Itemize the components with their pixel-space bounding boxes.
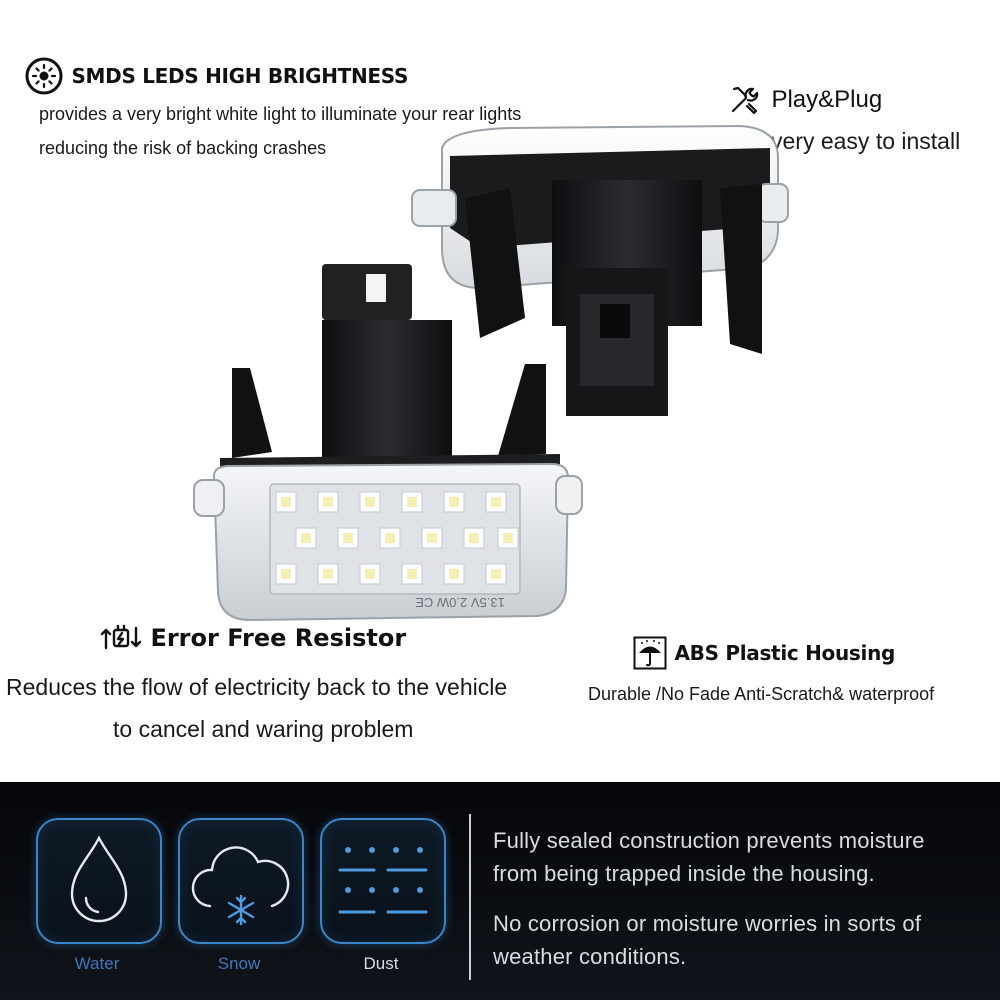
abs-line-1: Durable /No Fade Anti-Scratch& waterproo… [588, 684, 935, 704]
sealed-text-1-line-1: Fully sealed construction prevents moist… [493, 828, 925, 853]
badge-dust [320, 818, 446, 944]
tools-icon [729, 84, 761, 116]
badge-dust-label: Dust [363, 954, 399, 973]
play-plug-title: Play&Plug [771, 86, 883, 113]
water-drop-icon [70, 835, 128, 923]
lens-marking: 13.5V 2.0W CE [415, 595, 505, 610]
sealed-text-2-line-2: weather conditions. [493, 944, 687, 969]
brightness-icon [24, 56, 64, 96]
resistor-line-2: to cancel and waring problem [113, 716, 414, 742]
resistor-icon [100, 622, 142, 654]
dust-icon [338, 847, 428, 914]
feature-smds: SMDS LEDS HIGH BRIGHTNESS [24, 56, 408, 96]
rear-lamp-unit [411, 124, 789, 416]
sealed-construction-band: Water Snow Dust Ful [0, 782, 1000, 1000]
badge-snow-label: Snow [217, 954, 261, 973]
smds-title: SMDS LEDS HIGH BRIGHTNESS [71, 64, 409, 88]
smds-line-1: provides a very bright white light to il… [39, 104, 522, 124]
badge-water [36, 818, 162, 944]
play-plug-line-1: very easy to install [771, 128, 961, 154]
feature-resistor: Error Free Resistor [100, 622, 406, 654]
umbrella-icon [633, 636, 667, 670]
badge-water-label: Water [74, 954, 120, 973]
abs-title: ABS Plastic Housing [674, 641, 896, 665]
badge-snow [178, 818, 304, 944]
resistor-line-1: Reduces the flow of electricity back to … [6, 674, 508, 700]
feature-play-plug: Play&Plug [729, 84, 882, 116]
sealed-text-1-line-2: from being trapped inside the housing. [493, 861, 875, 886]
product-image: 13.5V 2.0W CE [193, 124, 789, 622]
smds-line-2: reducing the risk of backing crashes [39, 138, 327, 158]
band-divider [469, 814, 471, 980]
feature-abs: ABS Plastic Housing [633, 636, 895, 670]
front-lamp-unit: 13.5V 2.0W CE [193, 264, 583, 622]
snow-cloud-icon [191, 846, 290, 926]
resistor-title: Error Free Resistor [150, 624, 407, 652]
sealed-text-2-line-1: No corrosion or moisture worries in sort… [493, 911, 922, 936]
